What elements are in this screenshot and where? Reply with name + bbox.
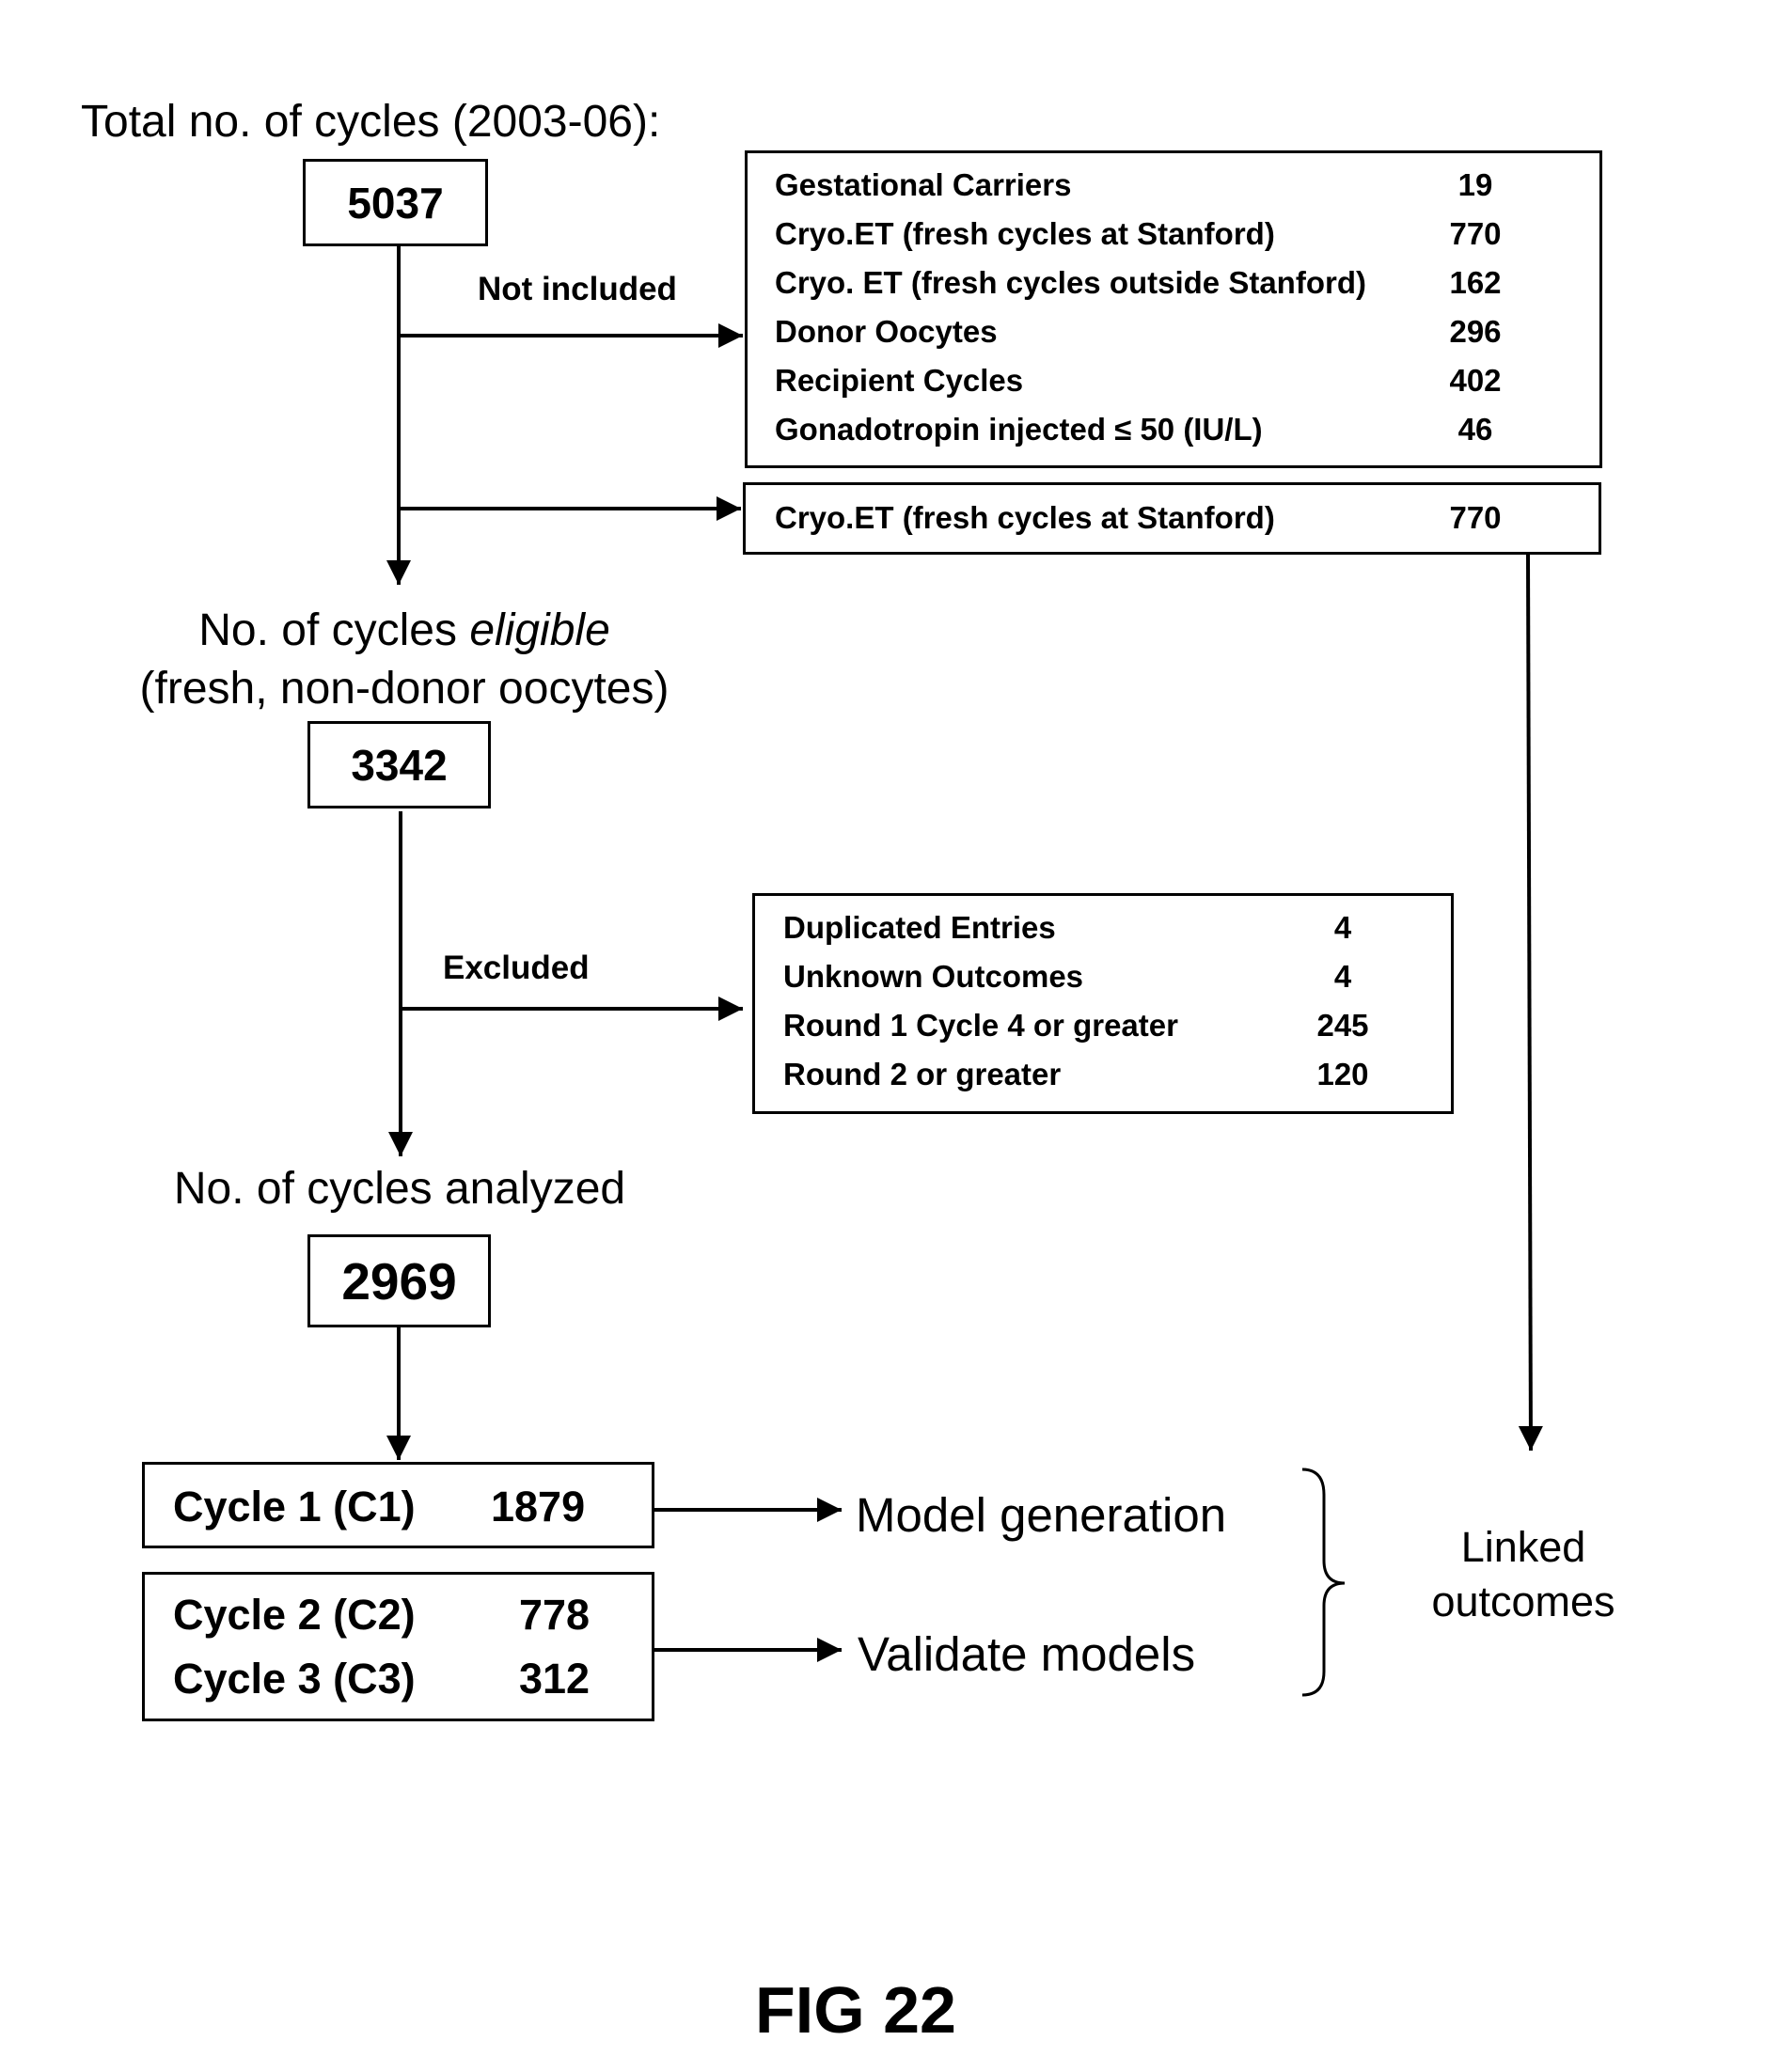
row-value: 4	[1310, 959, 1376, 995]
table-row: Gestational Carriers 19	[775, 167, 1583, 216]
not-included-table: Gestational Carriers 19 Cryo.ET (fresh c…	[775, 167, 1583, 468]
table-row: Gonadotropin injected ≤ 50 (IU/L) 46	[775, 412, 1583, 461]
not-included-label: Not included	[478, 271, 677, 308]
row-value: 402	[1442, 363, 1508, 399]
brace-linked-outcomes	[1302, 1469, 1345, 1695]
validate-models-label: Validate models	[858, 1626, 1195, 1682]
row-value: 4	[1310, 910, 1376, 946]
row-label: Round 2 or greater	[783, 1057, 1061, 1092]
row-label: Cryo.ET (fresh cycles at Stanford)	[775, 216, 1275, 252]
total-cycles-heading: Total no. of cycles (2003-06):	[81, 96, 660, 148]
row-value: 770	[1442, 500, 1508, 536]
table-row: Duplicated Entries 4	[783, 910, 1441, 959]
cycle1-value: 1879	[491, 1483, 585, 1531]
eligible-count: 3342	[351, 740, 447, 791]
figure-label: FIG 22	[0, 1972, 1711, 2048]
model-generation-label: Model generation	[856, 1487, 1226, 1543]
row-value: 19	[1442, 167, 1508, 203]
row-value: 46	[1442, 412, 1508, 447]
table-row: Recipient Cycles 402	[775, 363, 1583, 412]
row-label: Gonadotropin injected ≤ 50 (IU/L)	[775, 412, 1263, 447]
row-label: Cryo. ET (fresh cycles outside Stanford)	[775, 265, 1366, 301]
eligible-heading-line2: (fresh, non-donor oocytes)	[0, 663, 809, 714]
analyzed-count-box: 2969	[307, 1234, 491, 1327]
eligible-heading-emphasis: eligible	[469, 605, 609, 655]
cycle3-value: 312	[519, 1655, 590, 1703]
table-row: Round 2 or greater 120	[783, 1057, 1441, 1106]
excluded-table: Duplicated Entries 4 Unknown Outcomes 4 …	[783, 910, 1441, 1107]
linked-outcomes-line1: Linked	[1410, 1523, 1636, 1572]
table-row: Donor Oocytes 296	[775, 314, 1583, 363]
cycle2-label: Cycle 2 (C2)	[173, 1591, 416, 1640]
table-row: Unknown Outcomes 4	[783, 959, 1441, 1008]
eligible-heading-prefix: No. of cycles	[198, 605, 469, 655]
excluded-label: Excluded	[443, 950, 590, 987]
cycle2-value: 778	[519, 1591, 590, 1640]
row-label: Unknown Outcomes	[783, 959, 1083, 995]
row-label: Round 1 Cycle 4 or greater	[783, 1008, 1178, 1044]
eligible-heading: No. of cycles eligible	[0, 604, 809, 656]
table-row: Round 1 Cycle 4 or greater 245	[783, 1008, 1441, 1057]
cryo-row: Cryo.ET (fresh cycles at Stanford) 770	[775, 500, 1583, 549]
row-value: 770	[1442, 216, 1508, 252]
row-label: Donor Oocytes	[775, 314, 998, 350]
total-count-box: 5037	[303, 159, 488, 246]
row-label: Duplicated Entries	[783, 910, 1056, 946]
table-row: Cryo.ET (fresh cycles at Stanford) 770	[775, 500, 1583, 549]
row-label: Recipient Cycles	[775, 363, 1023, 399]
linked-outcomes-line2: outcomes	[1410, 1578, 1636, 1626]
row-label: Gestational Carriers	[775, 167, 1071, 203]
row-label: Cryo.ET (fresh cycles at Stanford)	[775, 500, 1275, 536]
arrow-cryo-to-linked	[1528, 555, 1531, 1451]
row-value: 296	[1442, 314, 1508, 350]
row-value: 162	[1442, 265, 1508, 301]
cycle1-label: Cycle 1 (C1)	[173, 1483, 416, 1531]
total-count: 5037	[347, 178, 443, 228]
analyzed-heading: No. of cycles analyzed	[0, 1163, 799, 1215]
row-value: 245	[1310, 1008, 1376, 1044]
eligible-count-box: 3342	[307, 721, 491, 808]
cycle3-label: Cycle 3 (C3)	[173, 1655, 416, 1703]
table-row: Cryo.ET (fresh cycles at Stanford) 770	[775, 216, 1583, 265]
analyzed-count: 2969	[341, 1251, 456, 1311]
row-value: 120	[1310, 1057, 1376, 1092]
table-row: Cryo. ET (fresh cycles outside Stanford)…	[775, 265, 1583, 314]
